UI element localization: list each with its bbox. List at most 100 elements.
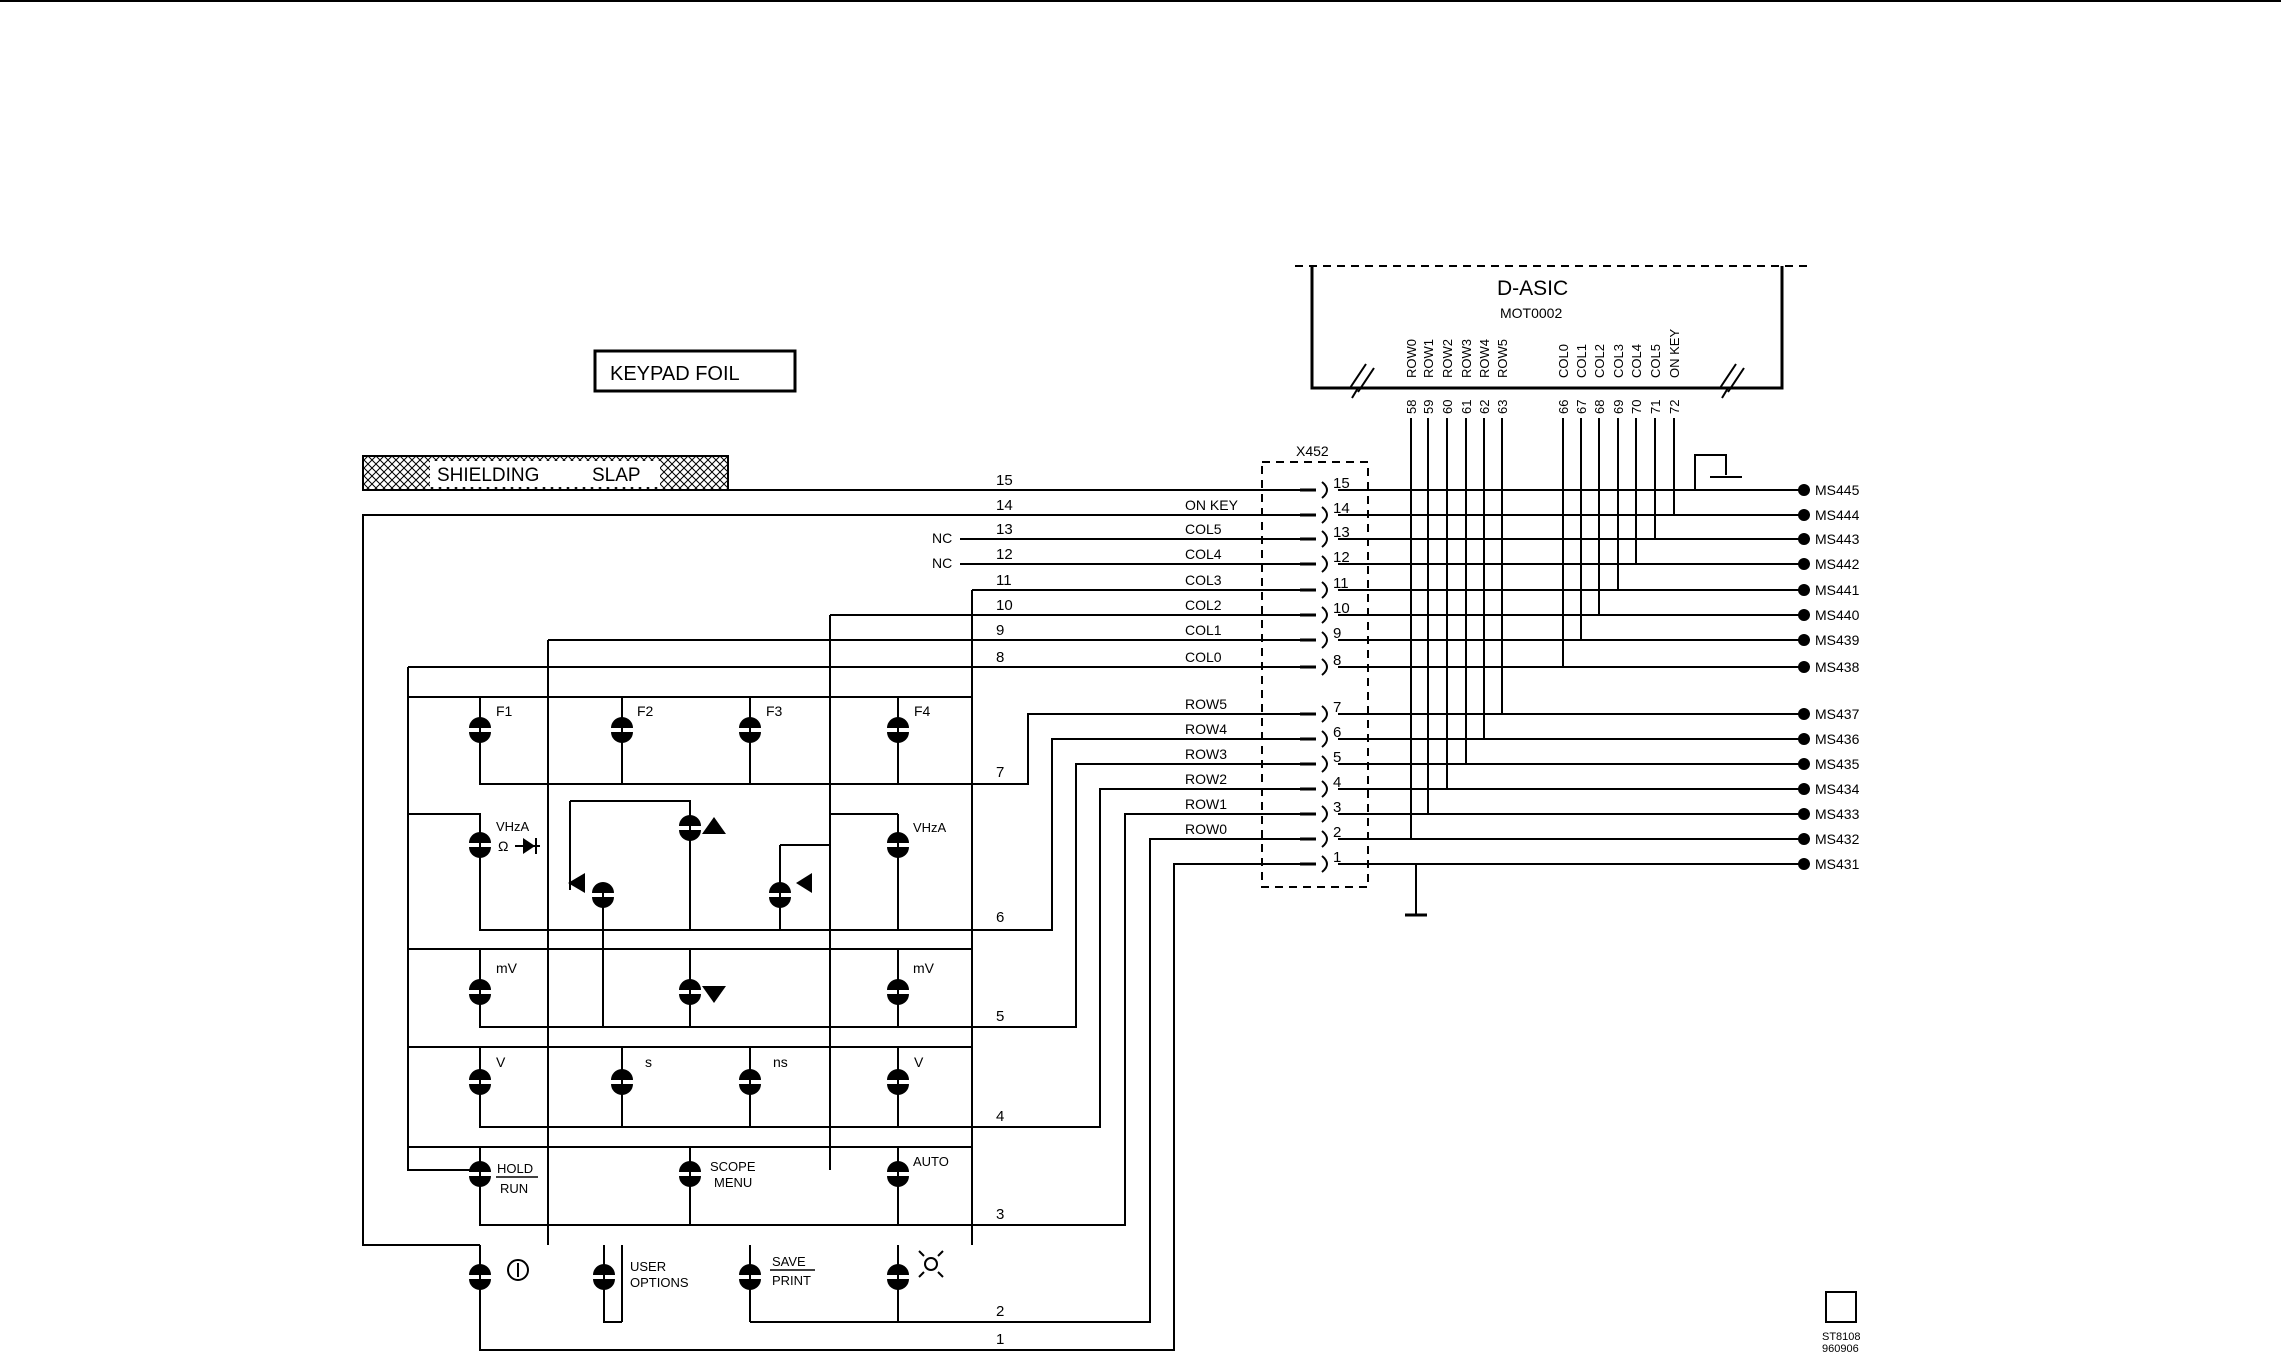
asic-pin-num: 61 — [1459, 400, 1474, 414]
asic-pin-name: ROW5 — [1495, 339, 1510, 378]
test-point-dot — [1798, 558, 1810, 570]
connector-socket — [1321, 606, 1328, 624]
key-switch — [469, 832, 491, 858]
signal-label: ROW2 — [1185, 771, 1227, 787]
d-asic-block: D-ASIC MOT0002 ROW058ROW159ROW260ROW361R… — [1295, 265, 1813, 414]
line-num: 13 — [996, 521, 1013, 538]
test-point-dot — [1798, 609, 1810, 621]
key-switch — [887, 1161, 909, 1187]
test-point-label: MS431 — [1815, 856, 1860, 872]
backlight-icon — [918, 1250, 944, 1278]
connector-socket — [1321, 581, 1328, 599]
signal-label: COL2 — [1185, 597, 1222, 613]
keypad-foil-label: KEYPAD FOIL — [610, 363, 740, 385]
key-switch — [679, 1161, 701, 1187]
row-line-num: 4 — [996, 1108, 1004, 1125]
test-point-label: MS441 — [1815, 582, 1860, 598]
row-line-num: 1 — [996, 1331, 1004, 1348]
test-point-dot — [1798, 733, 1810, 745]
test-point-dot — [1798, 509, 1810, 521]
asic-pin-name: COL4 — [1629, 344, 1644, 378]
key-vhza-left-label: VHzA — [496, 819, 530, 834]
connector-socket — [1321, 730, 1328, 748]
key-switch — [611, 1069, 633, 1095]
signal-label: COL0 — [1185, 649, 1222, 665]
key-switch — [679, 815, 701, 841]
key-switch — [611, 717, 633, 743]
key-switch — [887, 832, 909, 858]
connector-pin-num: 13 — [1333, 524, 1350, 541]
key-v-left-label: V — [496, 1054, 506, 1070]
key-switch — [469, 979, 491, 1005]
test-point-dot — [1798, 758, 1810, 770]
row-line-num: 5 — [996, 1008, 1004, 1025]
signal-label: COL1 — [1185, 622, 1222, 638]
row-line-num: 6 — [996, 909, 1004, 926]
key-f4-label: F4 — [914, 703, 931, 719]
key-labels: F1 F2 F3 F4 VHzA Ω VHzA mV mV V s ns V H… — [496, 703, 949, 1290]
test-point-label: MS445 — [1815, 482, 1860, 498]
connector-label: X452 — [1296, 443, 1329, 459]
line-num: 14 — [996, 497, 1013, 514]
row-line-num: 7 — [996, 764, 1004, 781]
key-switch — [887, 979, 909, 1005]
arrow-left-icon — [568, 873, 585, 893]
asic-pin-name: COL1 — [1574, 344, 1589, 378]
asic-title: D-ASIC — [1497, 277, 1568, 300]
asic-pin-name: ROW0 — [1404, 339, 1419, 378]
asic-pin-labels: ROW058ROW159ROW260ROW361ROW462ROW563COL0… — [1404, 329, 1682, 414]
key-f3-label: F3 — [766, 703, 783, 719]
key-vhza-right-label: VHzA — [913, 820, 947, 835]
test-point-dot — [1798, 858, 1810, 870]
signal-label: ROW3 — [1185, 746, 1227, 762]
asic-pin-num: 69 — [1611, 400, 1626, 414]
test-point-dot — [1798, 661, 1810, 673]
connector-pin-num: 12 — [1333, 549, 1350, 566]
line-num: 11 — [996, 572, 1012, 589]
key-switch — [469, 717, 491, 743]
connector-socket — [1321, 830, 1328, 848]
asic-part: MOT0002 — [1500, 305, 1562, 321]
test-point-label: MS435 — [1815, 756, 1860, 772]
row-line-num: 2 — [996, 1303, 1004, 1320]
arrow-up-icon — [702, 817, 726, 834]
key-ns-label: ns — [773, 1054, 788, 1070]
test-point-dot — [1798, 833, 1810, 845]
connector-pin-num: 4 — [1333, 774, 1341, 791]
connector-pin-num: 8 — [1333, 652, 1341, 669]
row6-wire — [408, 738, 1300, 931]
asic-pin-num: 72 — [1667, 400, 1682, 414]
key-auto-label: AUTO — [913, 1154, 949, 1169]
key-s-label: s — [645, 1054, 652, 1070]
key-switch — [887, 1264, 909, 1290]
key-options-label: OPTIONS — [630, 1275, 689, 1290]
row4-wire — [479, 788, 1300, 1128]
slap-label: SLAP — [592, 465, 641, 486]
arrow-right-icon — [796, 873, 812, 893]
signal-label: ROW1 — [1185, 796, 1227, 812]
key-mv-left-label: mV — [496, 960, 518, 976]
key-user-label: USER — [630, 1259, 666, 1274]
key-ohm-label: Ω — [498, 838, 508, 854]
test-point-dot — [1798, 808, 1810, 820]
asic-pin-num: 66 — [1556, 400, 1571, 414]
asic-ground-symbol — [1694, 454, 1742, 485]
key-switch — [739, 1264, 761, 1290]
signal-label: ROW4 — [1185, 721, 1227, 737]
asic-pin-name: COL3 — [1611, 344, 1626, 378]
connector-socket — [1321, 481, 1328, 499]
test-point-label: MS438 — [1815, 659, 1860, 675]
key-menu-label: MENU — [714, 1175, 752, 1190]
test-point-dot — [1798, 533, 1810, 545]
key-f1-label: F1 — [496, 703, 513, 719]
signal-label: ROW5 — [1185, 696, 1227, 712]
row7-wire — [479, 697, 1300, 785]
test-point-label: MS439 — [1815, 632, 1860, 648]
key-switch — [592, 882, 614, 908]
asic-pin-num: 62 — [1477, 400, 1492, 414]
drawing-id: ST8108 — [1822, 1331, 1861, 1343]
drawing-ref-box — [1825, 1291, 1857, 1323]
connector-pin-num: 7 — [1333, 699, 1341, 716]
